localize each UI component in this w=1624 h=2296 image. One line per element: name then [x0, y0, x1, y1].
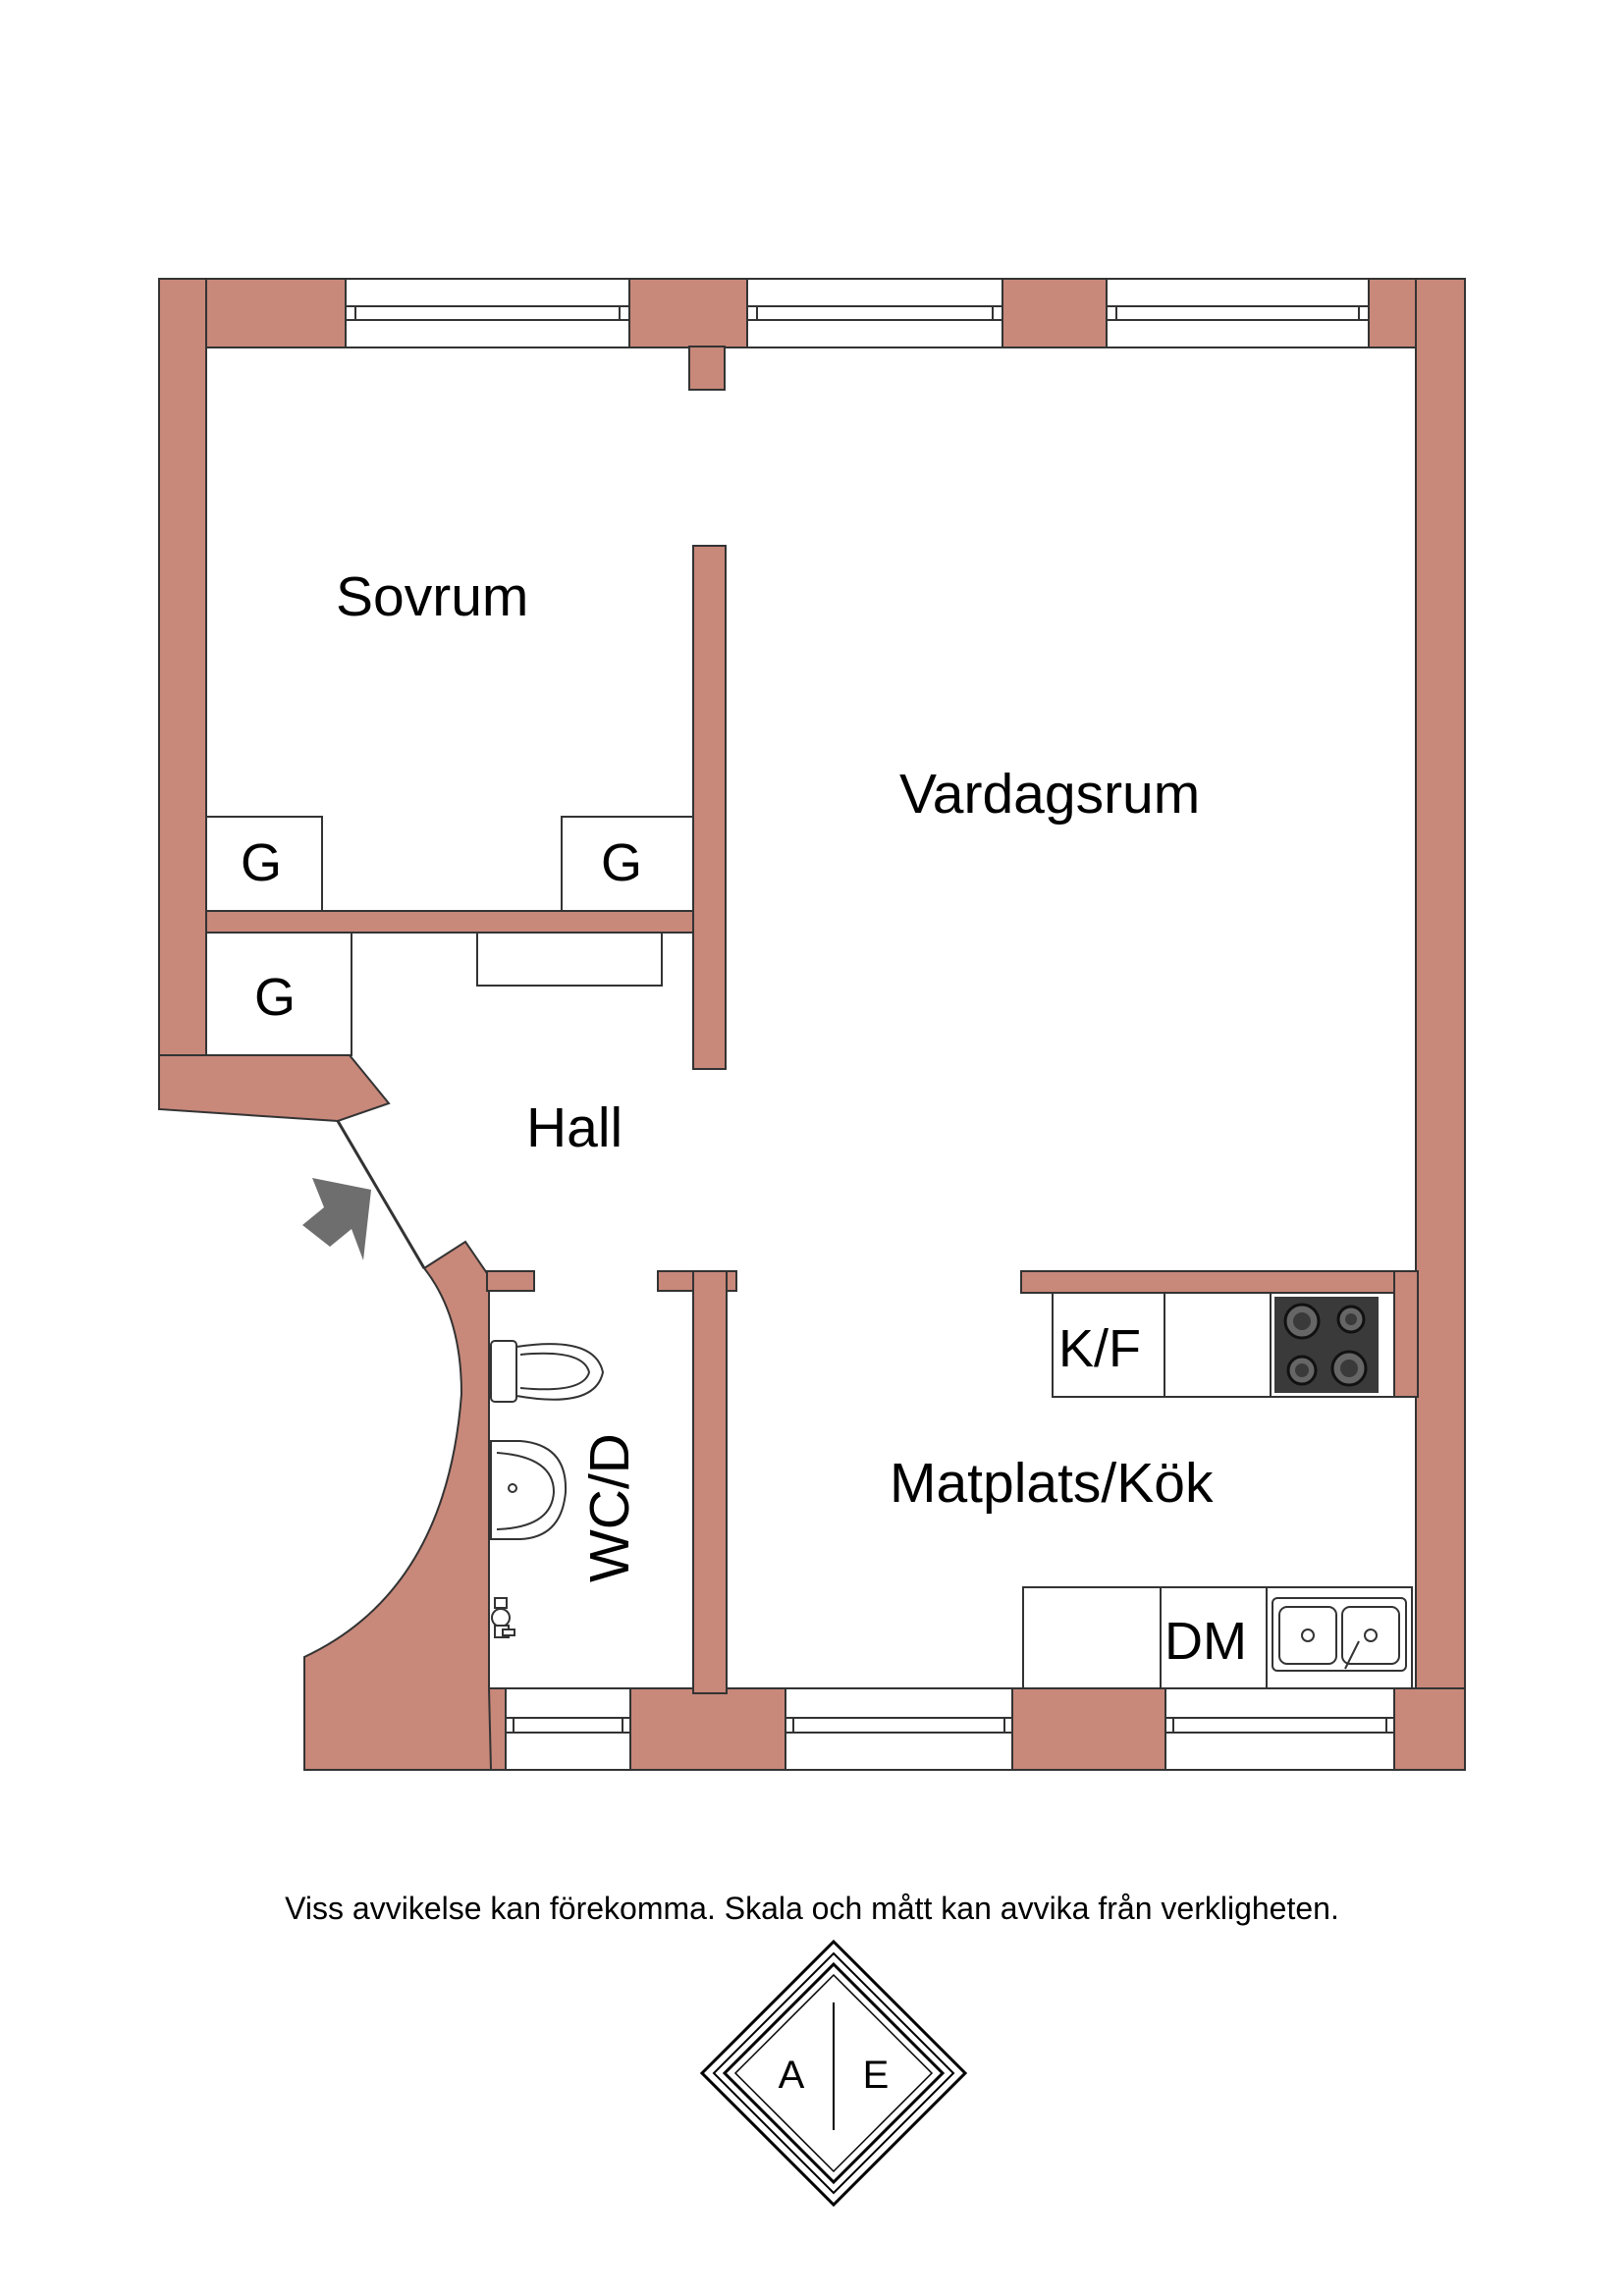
window-bottom-2: [785, 1687, 1013, 1771]
wardrobe-box-1: [205, 816, 323, 912]
window-top-3: [1106, 278, 1370, 348]
top-wall-stub: [688, 346, 726, 391]
double-sink-icon: [1272, 1597, 1407, 1672]
kitchen-wall: [1020, 1270, 1417, 1294]
bedroom-living-wall: [692, 545, 727, 1070]
curved-entry-wall: [303, 1240, 493, 1771]
top-wall-pier-mid: [628, 278, 748, 348]
right-wall: [1415, 278, 1466, 1771]
room-label-matplats-kok: Matplats/Kök: [890, 1452, 1214, 1515]
bathroom-top-wall-left: [486, 1270, 535, 1292]
windows: [345, 278, 1395, 1771]
entry-door-leaf: [336, 1120, 426, 1269]
entry-wall-corner: [158, 1054, 391, 1123]
wardrobe-box-3: [205, 932, 352, 1056]
room-label-wc-d: WC/D: [578, 1433, 641, 1582]
wardrobe-label-1: G: [241, 833, 282, 892]
wardrobe-label-2: G: [601, 833, 642, 892]
toilet-icon: [490, 1340, 605, 1403]
top-wall-pier-right: [1001, 278, 1108, 348]
fixtures: [205, 816, 1413, 1689]
window-top-2: [746, 278, 1003, 348]
shower-tap-icon: [491, 1597, 515, 1638]
entry-arrow-icon: [302, 1178, 371, 1260]
left-wall: [158, 278, 207, 1110]
window-top-1: [345, 278, 630, 348]
window-bottom-1: [505, 1687, 631, 1771]
window-bottom-3: [1164, 1687, 1395, 1771]
counter-top-segment: [1164, 1292, 1272, 1398]
walls: [158, 278, 1466, 1771]
bottom-wall-pier-right: [1011, 1687, 1166, 1771]
dishwasher-box: [1160, 1586, 1268, 1689]
ae-logo: [699, 1939, 968, 2208]
logo-letter-e: E: [863, 2054, 890, 2097]
counter-bottom-segment: [1022, 1586, 1162, 1689]
room-label-hall: Hall: [526, 1096, 623, 1159]
stove-icon: [1274, 1297, 1379, 1393]
wardrobe-label-3: G: [254, 968, 296, 1027]
fridge-freezer-box: [1052, 1292, 1165, 1398]
bathroom-right-wall: [692, 1270, 728, 1694]
logo-letter-a: A: [779, 2054, 805, 2097]
room-label-vardagsrum: Vardagsrum: [899, 763, 1200, 826]
bedroom-partition-wall: [205, 910, 694, 934]
dishwasher-label: DM: [1164, 1612, 1247, 1671]
bottom-wall-pier-mid: [629, 1687, 786, 1771]
washbasin-icon: [490, 1440, 568, 1540]
wardrobe-box-2: [561, 816, 694, 912]
fridge-freezer-label: K/F: [1058, 1319, 1141, 1378]
bottom-wall-pier-corner: [1393, 1687, 1466, 1771]
hall-shelf: [476, 932, 663, 987]
disclaimer-text: Viss avvikelse kan förekomma. Skala och …: [285, 1891, 1339, 1926]
room-label-sovrum: Sovrum: [336, 565, 528, 628]
kitchen-wall-end: [1393, 1270, 1419, 1398]
